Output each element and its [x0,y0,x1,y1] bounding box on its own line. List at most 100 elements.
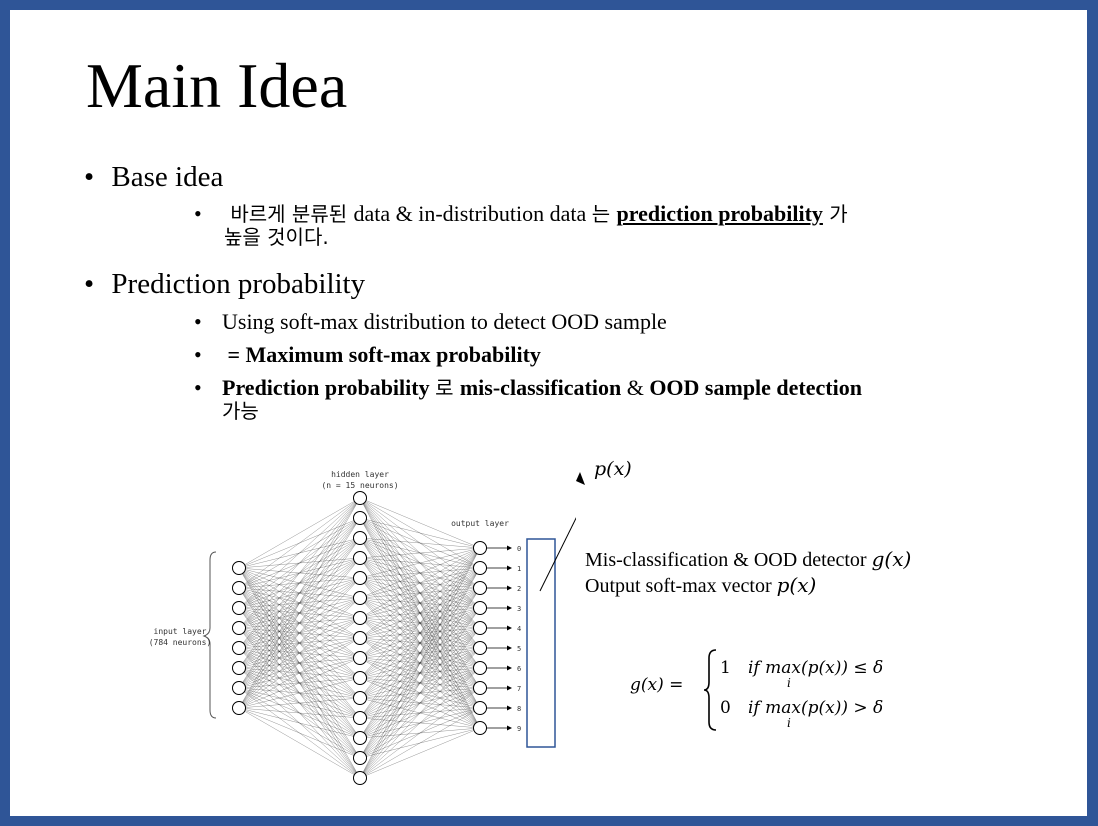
output-layer-label: output layer [451,519,509,528]
edge-hidden-output [359,687,481,779]
edge-input-hidden [238,657,361,709]
softmax-output-box [526,538,556,748]
edge-hidden-output [359,517,481,549]
output-digit-label: 8 [517,705,521,713]
emphasis-prediction-probability: prediction probability [616,201,823,226]
text-data: data & in-distribution data [353,201,592,226]
korean-text: 바르게 분류된 [224,202,354,226]
edge-hidden-output [359,547,481,739]
edge-hidden-output [359,547,481,719]
network-nodes [232,491,487,785]
output-digit-label: 0 [517,545,521,553]
hidden-neuron [353,711,367,725]
hidden-layer-label: hidden layer [331,470,389,479]
korean-text: 가 [822,202,848,226]
output-arrow-head [507,565,512,571]
edge-hidden-output [359,547,481,639]
bullet-dot: • [84,161,95,193]
edge-hidden-output [359,547,481,759]
output-digit-label: 6 [517,665,521,673]
edge-input-hidden [238,577,361,709]
input-neuron [232,621,246,635]
korean-text: 로 [435,376,460,400]
hidden-neuron [353,491,367,505]
edge-input-hidden [238,497,361,649]
output-neuron [473,561,487,575]
g-x-math: g(x) [871,547,912,571]
edge-hidden-output [359,547,481,599]
hidden-neuron [353,611,367,625]
edge-hidden-output [359,727,481,779]
text-bold: Prediction probability [222,375,436,400]
output-arrow-head [507,645,512,651]
edge-input-hidden [238,497,361,689]
p-x-text: p(x) [594,458,632,480]
hidden-neuron [353,731,367,745]
slide-title: Main Idea [86,50,348,121]
output-digit-label: 3 [517,605,521,613]
bullet-dot: • [194,342,202,367]
output-neuron [473,621,487,635]
edge-input-hidden [238,497,361,669]
edge-input-hidden [238,707,361,739]
input-neuron [232,581,246,595]
edge-input-hidden [238,707,361,719]
formula-lhs: g(x) = [630,675,684,695]
edge-input-hidden [238,677,361,709]
input-neuron [232,561,246,575]
edge-input-hidden [238,707,361,779]
edge-hidden-output [359,547,481,679]
edge-hidden-output [359,707,481,779]
output-digit-label: 4 [517,625,521,633]
bullet-dot: • [194,375,202,400]
case2-subscript: i [787,716,791,730]
input-layer-label: input layer [154,627,207,636]
hidden-neuron [353,691,367,705]
input-neuron [232,661,246,675]
output-neuron [473,601,487,615]
edge-input-hidden [238,697,361,709]
output-digit-label: 2 [517,585,521,593]
bullet-prediction-probability: • Prediction probability [84,267,365,302]
edge-input-hidden [238,637,361,709]
hidden-neuron [353,531,367,545]
p-x-label: p(x) [594,458,632,480]
sub-bullet-softmax: •Using soft-max distribution to detect O… [194,309,667,335]
output-arrow-head [507,685,512,691]
hidden-neuron [353,671,367,685]
bullet-base-idea: • Base idea [84,160,223,195]
hidden-neuron [353,511,367,525]
edge-input-hidden [238,557,361,709]
case2-value: 0 [720,698,731,718]
edge-input-hidden [238,497,361,609]
sub-bullet-max-softmax: • = Maximum soft-max probability [194,342,541,368]
slide: Main Idea • Base idea • 바르게 분류된 data & i… [10,10,1087,816]
output-digit-label: 9 [517,725,521,733]
input-brace [202,551,217,719]
detector-formula: g(x) = 1 if max(p(x)) ≤ δ i 0 if max(p(x… [630,644,930,734]
bullet-text: = Maximum soft-max probability [222,342,541,367]
output-arrow-head [507,605,512,611]
edge-hidden-output [359,547,481,579]
output-arrow-head [507,585,512,591]
input-neuron [232,601,246,615]
hidden-neuron [353,751,367,765]
edge-hidden-output [359,627,481,779]
korean-text: 는 [591,202,617,226]
edge-hidden-output [359,607,481,779]
sub-bullet-base-idea: • 바르게 분류된 data & in-distribution data 는 … [194,201,1014,249]
output-neuron [473,661,487,675]
case1-condition: if max(p(x)) ≤ δ [748,658,884,678]
edge-hidden-output [359,667,481,779]
edge-input-hidden [238,497,361,709]
output-digit-label: 7 [517,685,521,693]
case1-value: 1 [720,658,731,678]
edge-hidden-output [359,547,481,779]
edge-input-hidden [238,497,361,629]
case2-condition: if max(p(x)) > δ [748,698,884,718]
edge-hidden-output [359,647,481,779]
edge-hidden-output [359,547,481,699]
detector-line-2: Output soft-max vector p(x) [585,573,911,599]
edge-input-hidden [238,497,361,589]
